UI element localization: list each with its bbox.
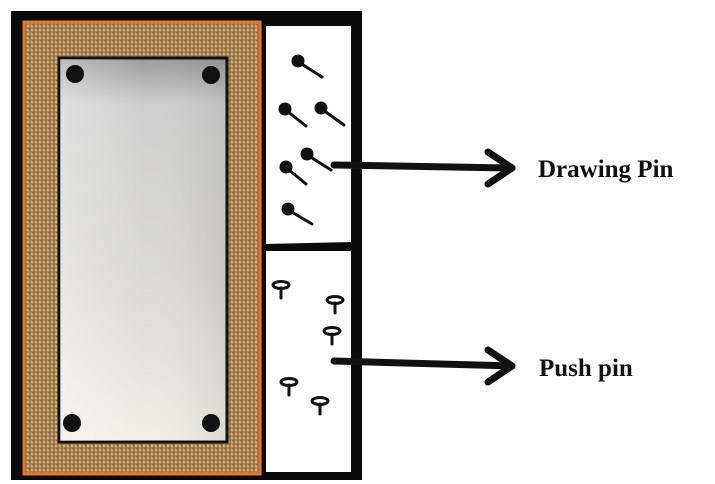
push-pin-icon xyxy=(325,295,345,315)
tray-divider xyxy=(263,242,354,248)
arrow-right-icon xyxy=(330,148,516,188)
drawing-pin-label: Drawing Pin xyxy=(538,156,674,183)
push-pin-label: Push pin xyxy=(539,355,633,382)
paper-corner-pin-bottom-right xyxy=(202,414,220,432)
push-pin-icon xyxy=(271,280,291,300)
pinned-paper xyxy=(57,56,229,444)
arrow-right-icon xyxy=(330,346,516,386)
push-pin-icon xyxy=(322,326,342,346)
paper-corner-pin-bottom-left xyxy=(63,414,81,432)
push-pin-icon xyxy=(310,396,330,416)
paper-corner-pin-top-left xyxy=(66,65,84,83)
drawing-pin-icon xyxy=(281,202,314,226)
drawing-pin-icon xyxy=(291,54,324,79)
push-pin-icon xyxy=(279,377,299,397)
drawing-pin-icon xyxy=(278,102,308,128)
paper-corner-pin-top-right xyxy=(202,66,220,84)
drawing-pin-tray xyxy=(266,26,351,244)
drawing-pin-icon xyxy=(314,101,346,127)
drawing-pin-icon xyxy=(279,160,308,186)
drawing-pin-icon xyxy=(300,147,333,172)
